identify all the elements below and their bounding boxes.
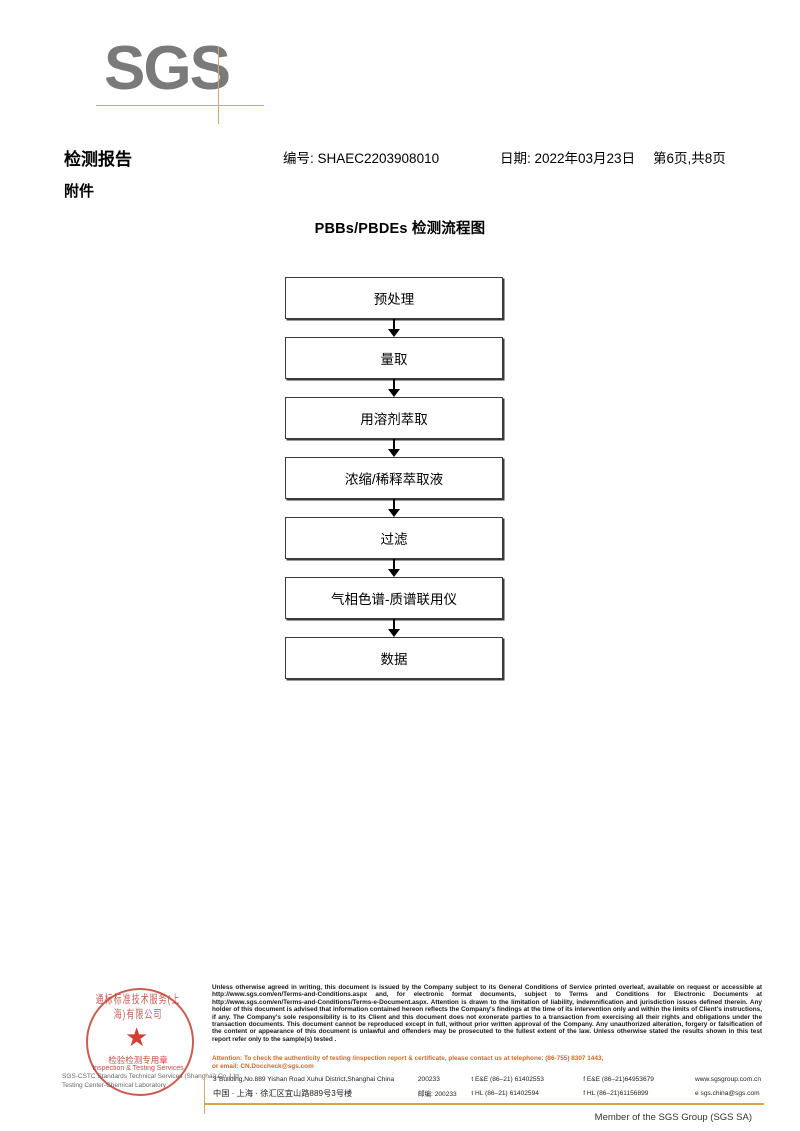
flow-node-7: 数据 — [285, 637, 503, 679]
arrow-shaft — [393, 559, 395, 571]
table-row: 中国 · 上海 · 徐汇区宜山路889号3号楼 邮编: 200233 t HL … — [210, 1085, 764, 1101]
seal-company-line-2: Testing Center-Chemical Laboratory — [62, 1082, 167, 1089]
member-line: Member of the SGS Group (SGS SA) — [594, 1112, 752, 1123]
arrow-head — [388, 509, 400, 517]
arrow-head — [388, 569, 400, 577]
arrow-head — [388, 329, 400, 337]
flow-arrow-3 — [285, 439, 503, 457]
flow-arrow-5 — [285, 559, 503, 577]
flow-node-1: 预处理 — [285, 277, 503, 319]
page-number: 第6页,共8页 — [653, 151, 726, 166]
arrow-shaft — [393, 439, 395, 451]
logo-vertical-rule — [218, 46, 219, 124]
report-number: 编号: SHAEC2203908010 — [283, 151, 440, 166]
fax-hl: f HL (86–21)61156899 — [583, 1089, 649, 1097]
attachment-label: 附件 — [64, 183, 95, 200]
flow-node-5: 过滤 — [285, 517, 503, 559]
sgs-logo-text: SGS — [104, 34, 231, 103]
sgs-logo: SGS — [96, 34, 264, 124]
company-seal: 通标标准技术服务(上海)有限公司 ★ 检验检测专用章 Inspection & … — [62, 984, 241, 1096]
report-date: 日期: 2022年03月23日 — [500, 151, 636, 166]
flow-arrow-2 — [285, 379, 503, 397]
arrow-head — [388, 389, 400, 397]
seal-english-line: Inspection & Testing Services — [92, 1065, 184, 1072]
address-separator — [204, 1074, 205, 1104]
arrow-head — [388, 629, 400, 637]
zip-en: 200233 — [417, 1076, 440, 1083]
zip-cn: 邮编: 200233 — [417, 1091, 457, 1098]
logo-horizontal-rule — [96, 105, 264, 106]
seal-company-name: SGS-CSTC Standards Technical Services (S… — [62, 1072, 242, 1090]
page-title: 检测报告 — [64, 150, 132, 169]
flow-node-2: 量取 — [285, 337, 503, 379]
tel-hl: t HL (86–21) 61402594 — [471, 1089, 539, 1097]
tel-ee: t E&E (86–21) 61402553 — [471, 1076, 544, 1083]
arrow-shaft — [393, 499, 395, 511]
flowchart-title: PBBs/PBDEs 检测流程图 — [314, 221, 486, 237]
legal-fineprint: Unless otherwise agreed in writing, this… — [212, 984, 762, 1043]
flow-arrow-4 — [285, 499, 503, 517]
address-table: 3″Building,No.889 Yishan Road Xuhui Dist… — [210, 1074, 764, 1101]
table-row: 3″Building,No.889 Yishan Road Xuhui Dist… — [210, 1074, 764, 1085]
fax-ee: f E&E (86–21)64953679 — [583, 1076, 654, 1083]
email: e sgs.china@sgs.com — [695, 1089, 760, 1097]
footer-tick-rule — [204, 1096, 205, 1114]
seal-chinese-line: 检验检测专用章 — [108, 1055, 168, 1065]
seal-arc-text: 通标标准技术服务(上海)有限公司 — [95, 993, 181, 1021]
flow-node-6: 气相色谱-质谱联用仪 — [285, 577, 503, 619]
attention-notice: Attention: To check the authenticity of … — [212, 1055, 764, 1070]
website: www.sgsgroup.com.cn — [695, 1076, 761, 1083]
address-cn: 中国 · 上海 · 徐汇区宜山路889号3号楼 — [213, 1089, 353, 1098]
star-icon: ★ — [125, 1022, 149, 1052]
flow-node-4: 浓缩/稀释萃取液 — [285, 457, 503, 499]
seal-ring — [86, 988, 194, 1096]
flow-node-3: 用溶剂萃取 — [285, 397, 503, 439]
address-en: 3″Building,No.889 Yishan Road Xuhui Dist… — [213, 1076, 395, 1083]
flow-arrow-1 — [285, 319, 503, 337]
arrow-shaft — [393, 319, 395, 331]
seal-company-line-1: SGS-CSTC Standards Technical Services (S… — [62, 1073, 241, 1080]
attention-line-1: Attention: To check the authenticity of … — [212, 1055, 604, 1062]
arrow-shaft — [393, 619, 395, 631]
flowchart: 预处理 量取 用溶剂萃取 浓缩/稀释萃取液 过滤 气相色谱-质谱联用仪 — [285, 277, 503, 679]
attention-line-2: or email: CN.Doccheck@sgs.com — [212, 1062, 314, 1070]
footer-rule — [204, 1103, 764, 1105]
arrow-head — [388, 449, 400, 457]
arrow-shaft — [393, 379, 395, 391]
flow-arrow-6 — [285, 619, 503, 637]
